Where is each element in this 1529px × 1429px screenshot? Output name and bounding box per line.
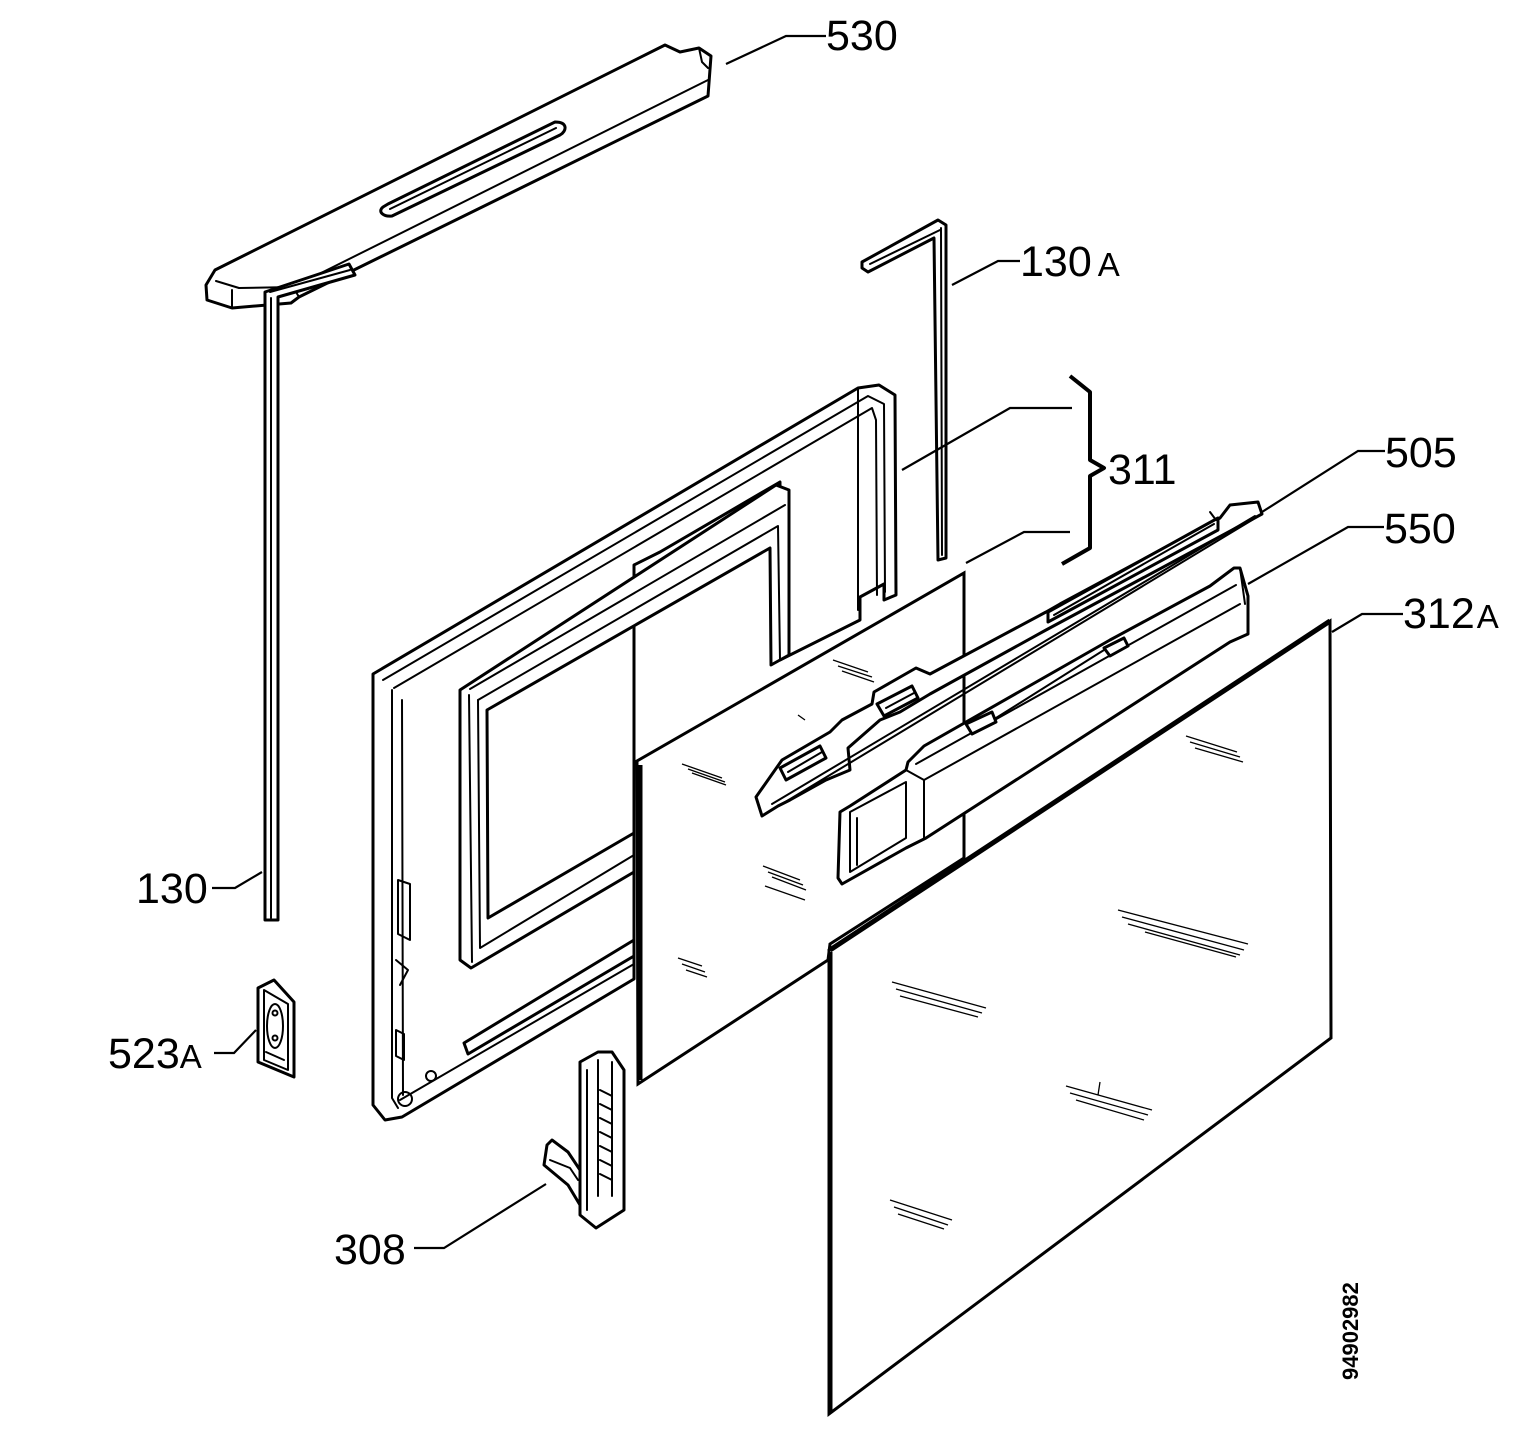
- drawing-number: 94902982: [1338, 1282, 1363, 1380]
- leader-311-lower: [965, 530, 1070, 564]
- part-312a-outer-glass: [827, 618, 1333, 1417]
- callout-550: 550: [1384, 505, 1456, 553]
- inner-door-frame: [371, 383, 898, 1122]
- leader-130a: [951, 259, 1020, 286]
- leader-523a: [214, 1029, 257, 1055]
- part-505-retaining-profile: [754, 500, 1264, 818]
- brace-311: [1061, 374, 1106, 566]
- leader-130: [212, 871, 263, 890]
- leader-311-upper: [901, 406, 1072, 471]
- callout-308: 308: [334, 1226, 406, 1274]
- callout-130: 130: [136, 865, 208, 913]
- callout-530: 530: [826, 12, 898, 60]
- callout-523a: 523A: [108, 1030, 202, 1078]
- part-523a-clip: [256, 978, 296, 1079]
- leader-550: [1247, 525, 1384, 585]
- part-308-hinge: [542, 1050, 626, 1230]
- part-530-top-profile: [204, 43, 713, 310]
- part-130a-right-seal: [860, 218, 948, 562]
- part-550-lower-profile: [836, 566, 1250, 886]
- callout-505: 505: [1385, 429, 1457, 477]
- leader-lines: [212, 34, 1403, 1250]
- callout-311: 311: [1108, 446, 1177, 494]
- leader-312a: [1331, 612, 1403, 633]
- leader-530: [725, 34, 826, 65]
- leader-308: [414, 1183, 547, 1250]
- leader-505: [1261, 449, 1385, 513]
- part-130-left-seal: [263, 262, 357, 922]
- callout-312a: 312A: [1403, 590, 1499, 638]
